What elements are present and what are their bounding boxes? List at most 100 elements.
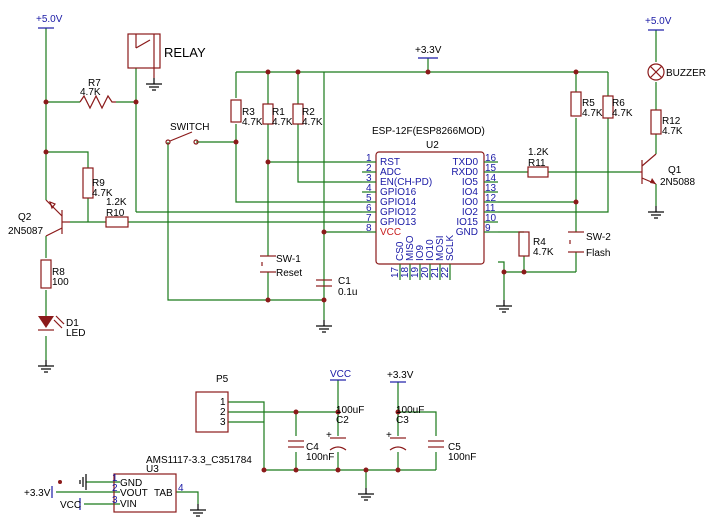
svg-text:VOUT: VOUT	[120, 488, 148, 499]
svg-text:+3.3V: +3.3V	[415, 45, 442, 56]
capacitor-c5: C5 100nF	[428, 440, 476, 463]
capacitor-c4: C4 100nF	[288, 440, 334, 463]
button-sw1: SW-1 Reset	[260, 254, 302, 279]
module-pin-number: 10	[485, 213, 497, 224]
svg-text:VIN: VIN	[120, 499, 137, 510]
relay: RELAY	[127, 33, 206, 78]
power-vcc-bottom: VCC	[330, 369, 351, 381]
power-3v3-regulator: +3.3V	[24, 486, 53, 499]
svg-text:3: 3	[112, 495, 118, 506]
module-pin-number: 8	[366, 223, 372, 234]
module-pin-number: 15	[485, 163, 497, 174]
svg-text:4.7K: 4.7K	[92, 188, 113, 199]
power-5v-right: +5.0V	[645, 16, 672, 31]
module-pin-number: 11	[485, 203, 496, 214]
svg-text:VCC: VCC	[60, 500, 81, 511]
svg-text:BUZZER: BUZZER	[666, 68, 706, 79]
module-pin-name: GND	[456, 227, 478, 238]
module-pin-name: MOSI	[435, 235, 446, 261]
module-pin-number: 4	[366, 183, 372, 194]
svg-text:C2: C2	[336, 415, 349, 426]
svg-text:4: 4	[178, 483, 184, 494]
svg-text:+5.0V: +5.0V	[36, 14, 63, 25]
module-pin-name: RXD0	[451, 167, 478, 178]
svg-text:D1: D1	[66, 318, 79, 329]
resistor-r5: R5 4.7K	[570, 91, 603, 119]
module-pin-name: TXD0	[452, 157, 478, 168]
svg-text:R2: R2	[302, 107, 315, 118]
svg-text:100: 100	[52, 277, 69, 288]
svg-text:P5: P5	[216, 374, 229, 385]
capacitor-c2: + 100uF C2	[326, 405, 364, 451]
wires	[45, 28, 657, 505]
svg-text:R11: R11	[528, 158, 546, 169]
svg-text:R1: R1	[272, 107, 285, 118]
svg-text:2: 2	[220, 407, 226, 418]
module-pin-number: 7	[366, 213, 372, 224]
svg-text:0.1u: 0.1u	[338, 287, 357, 298]
module-pin-number: 22	[440, 266, 451, 278]
svg-text:4.7K: 4.7K	[302, 117, 323, 128]
svg-text:1.2K: 1.2K	[106, 197, 127, 208]
module-pin-number: 1	[366, 153, 372, 164]
capacitor-c1: C1 0.1u	[316, 276, 357, 298]
connector-p5: P5 1 2 3	[195, 374, 229, 433]
module-pin-number: 20	[420, 266, 431, 278]
power-5v-left: +5.0V	[36, 14, 63, 29]
module-pin-name: GPIO12	[380, 207, 417, 218]
module-pin-name: CS0	[395, 241, 406, 261]
module-pin-number: 2	[366, 163, 372, 174]
svg-text:4.7K: 4.7K	[582, 108, 603, 119]
module-pin-number: 9	[485, 223, 491, 234]
module-pin-name: RST	[380, 157, 400, 168]
module-pin-name: ADC	[380, 167, 401, 178]
switch: SWITCH	[165, 122, 209, 145]
svg-text:4.7K: 4.7K	[533, 247, 554, 258]
module-pin-number: 13	[485, 183, 497, 194]
module-pin-number: 18	[400, 266, 411, 278]
svg-text:R5: R5	[582, 98, 595, 109]
resistor-r2: R2 4.7K	[292, 103, 323, 128]
resistor-r9: R9 4.7K	[82, 167, 113, 199]
svg-text:R7: R7	[88, 78, 101, 89]
transistor-q2: Q2 2N5087	[8, 199, 70, 237]
module-pin-name: IO10	[425, 239, 436, 261]
svg-text:2N5087: 2N5087	[8, 226, 43, 237]
svg-text:4.7K: 4.7K	[272, 117, 293, 128]
svg-text:Flash: Flash	[586, 248, 610, 259]
svg-text:R8: R8	[52, 267, 65, 278]
resistor-r12: R12 4.7K	[650, 109, 683, 137]
module-pin-name: EN(CH-PD)	[380, 177, 432, 188]
svg-text:C5: C5	[448, 442, 461, 453]
button-sw2: SW-2 Flash	[568, 231, 611, 259]
module-pin-number: 17	[390, 266, 401, 278]
power-3v3-top: +3.3V	[415, 45, 442, 59]
module-pin-name: MISO	[405, 235, 416, 261]
led-d1: D1 LED	[38, 315, 85, 339]
svg-text:+: +	[326, 430, 332, 441]
svg-text:Q2: Q2	[18, 212, 32, 223]
svg-text:4.7K: 4.7K	[662, 126, 683, 137]
capacitor-c3: + 100uF C3	[386, 405, 424, 451]
svg-text:AMS1117-3.3_C351784: AMS1117-3.3_C351784	[146, 455, 252, 466]
resistor-r1: R1 4.7K	[262, 103, 293, 128]
resistor-r7: R7 4.7K	[79, 78, 116, 110]
module-pin-name: IO5	[462, 177, 479, 188]
svg-text:4.7K: 4.7K	[612, 108, 633, 119]
module-pin-name: IO2	[462, 207, 479, 218]
svg-text:TAB: TAB	[154, 488, 173, 499]
module-pin-name: SCLK	[445, 235, 456, 261]
resistor-r10: 1.2K R10	[105, 197, 129, 228]
svg-text:C1: C1	[338, 276, 351, 287]
regulator-u3: AMS1117-3.3_C351784 U3 1 GND 2 VOUT 3 VI…	[112, 455, 252, 513]
svg-text:U3: U3	[146, 464, 159, 475]
svg-text:100nF: 100nF	[306, 452, 334, 463]
module-pin-name: GPIO13	[380, 217, 417, 228]
svg-text:2N5088: 2N5088	[660, 177, 695, 188]
svg-text:Q1: Q1	[668, 165, 682, 176]
module-pin-number: 3	[366, 173, 372, 184]
transistor-q1: Q1 2N5088	[640, 153, 695, 188]
svg-text:2: 2	[112, 483, 118, 494]
module-pin-number: 21	[430, 266, 441, 278]
